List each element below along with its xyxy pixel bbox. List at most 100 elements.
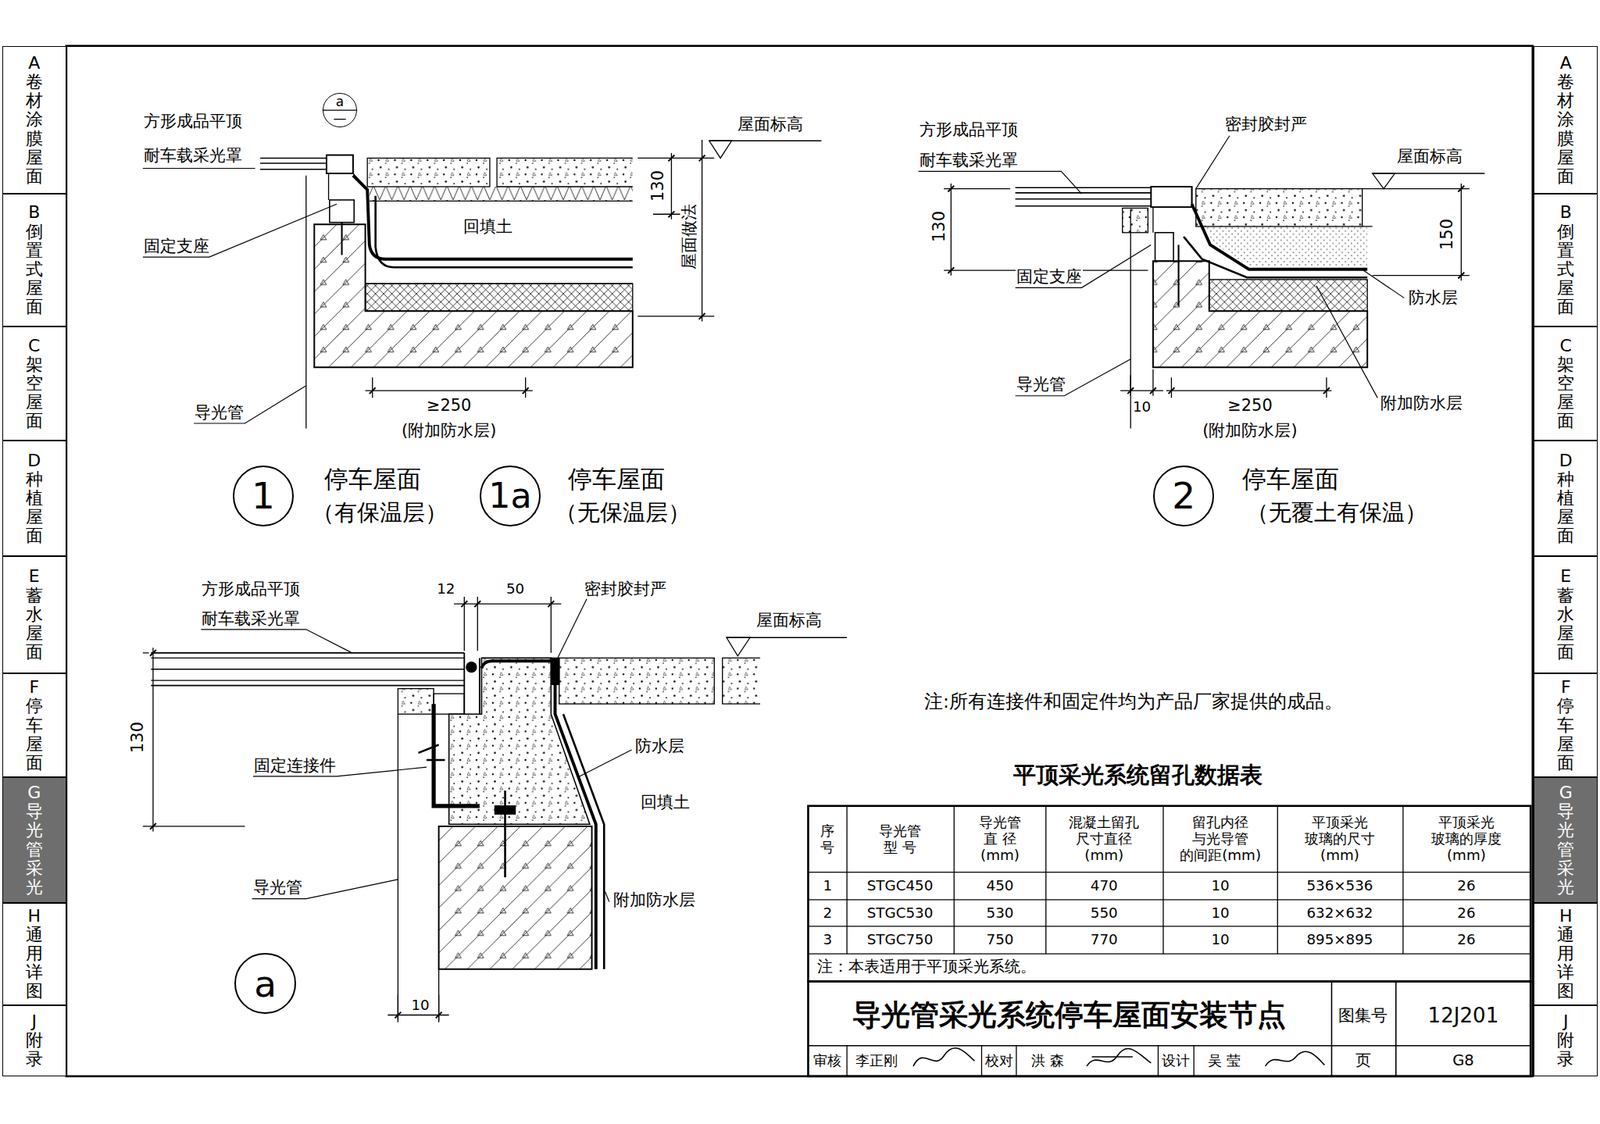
detail-callout: a [234, 953, 296, 1015]
detail-a-shape [150, 650, 157, 830]
detail-2-shape [943, 183, 1148, 276]
table-cell: 530 [985, 905, 1015, 922]
detail-callout: 1 [232, 465, 294, 527]
title-block-shape [1086, 1049, 1151, 1067]
sheet-frame [66, 46, 1533, 1077]
detail-1-shape [365, 377, 533, 398]
annotation-label: 固定支座 [1015, 267, 1083, 286]
side-tab: F停车屋面 [2, 673, 67, 778]
callout-number: 2 [1171, 477, 1196, 515]
annotation-label: 10 [1132, 399, 1152, 415]
annotation-label: (附加防水层) [400, 421, 497, 440]
tab-title: 蓄水屋面 [25, 586, 43, 663]
detail-a-shape [722, 657, 761, 704]
annotation-label: 停车屋面 [567, 464, 666, 492]
detail-a-shape [722, 657, 761, 704]
detail-1-shape [375, 196, 633, 268]
title-block-text: 校对 [984, 1053, 1015, 1069]
tab-title: 停车屋面 [25, 696, 43, 773]
side-tab: D种植屋面 [2, 440, 67, 557]
detail-1-shape [314, 224, 633, 368]
tab-title: 倒置式屋面 [1557, 222, 1575, 318]
tab-letter: C [25, 336, 43, 356]
detail-2-shape [918, 171, 1083, 194]
side-tab: H通用详图 [1533, 903, 1598, 1006]
detail-a-shape [726, 637, 750, 657]
annotation-label: 防水层 [634, 736, 686, 755]
tab-title: 通用详图 [1557, 925, 1575, 1002]
annotation-label: 密封胶封严 [1224, 115, 1308, 134]
detail-2-shape [1168, 387, 1330, 394]
detail-a-shape [460, 600, 554, 608]
table-cell: 导光管 直 径 (mm) [975, 814, 1025, 864]
section-index-mark: a— [322, 92, 358, 128]
tab-letter: G [25, 783, 43, 803]
table-cell: 26 [1456, 932, 1476, 948]
title-block-text: 洪 森 [1030, 1053, 1065, 1069]
annotation-label: 130 [128, 721, 147, 754]
detail-a-shape [150, 653, 465, 686]
annotation-label: ≥250 [425, 396, 472, 415]
title-block-shape [807, 981, 1531, 1076]
tab-letter: F [25, 678, 43, 697]
callout-number: a [323, 95, 357, 109]
detail-1-shape [496, 157, 633, 187]
title-block-text: 12J201 [1427, 1003, 1500, 1027]
annotation-label: (附加防水层) [1201, 421, 1298, 440]
side-tab: G导光管采光 [1533, 777, 1598, 904]
tab-title: 导光管采光 [1557, 802, 1575, 897]
side-tab: E蓄水屋面 [1533, 556, 1598, 674]
table-cell: STGC750 [866, 932, 935, 948]
annotation-label: 方形成品平顶 [142, 112, 243, 131]
detail-1-shape [322, 92, 358, 128]
table-cell: 470 [1089, 878, 1119, 894]
side-tab: H通用详图 [2, 903, 67, 1006]
side-tab: B倒置式屋面 [2, 193, 67, 327]
detail-2-shape [1166, 377, 1333, 398]
annotation-label: 屋面标高 [755, 611, 823, 630]
detail-2-shape [1316, 285, 1378, 399]
annotation-label: 耐车载采光罩 [918, 151, 1019, 170]
tab-title: 通用详图 [25, 925, 43, 1002]
title-block-text: 吴 莹 [1207, 1053, 1242, 1069]
table-cell: STGC530 [866, 905, 935, 922]
table-cell: 895×895 [1305, 932, 1374, 948]
callout-number: — [323, 111, 357, 125]
tab-letter: F [1557, 678, 1575, 697]
detail-1-shape [193, 385, 307, 424]
detail-2-shape [1209, 279, 1368, 311]
detail-a-shape [397, 689, 434, 715]
table-cell: 10 [1210, 905, 1230, 922]
table-cell: 平顶采光 玻璃的尺寸 (mm) [1301, 814, 1378, 864]
tab-letter: C [1557, 336, 1575, 356]
title-block-text: 审核 [812, 1053, 843, 1069]
title-block-text: 设计 [1160, 1053, 1191, 1069]
tab-letter: B [1557, 203, 1575, 222]
detail-1-shape [142, 203, 337, 258]
annotation-label: 导光管 [193, 403, 245, 422]
detail-1-shape [369, 186, 633, 201]
annotation-label: （无覆土有保温） [1245, 500, 1429, 526]
tab-letter: A [25, 53, 43, 73]
side-tab: J附录 [1533, 1005, 1598, 1077]
detail-2-shape [1192, 203, 1368, 270]
detail-2-shape [1372, 183, 1470, 281]
detail-2-shape [1153, 186, 1193, 233]
detail-1-shape [326, 155, 354, 175]
table-cell: 序 号 [817, 822, 837, 856]
annotation-label: 防水层 [1407, 289, 1459, 308]
table-cell: 3 [821, 932, 833, 948]
sheet-frame-shape [66, 46, 1533, 1077]
detail-2-shape [1362, 189, 1373, 227]
detail-2-shape [1457, 185, 1465, 279]
data-table-shape [807, 806, 1531, 983]
detail-a-shape [433, 693, 465, 715]
detail-2-shape [1196, 135, 1230, 190]
table-cell: 26 [1456, 905, 1476, 922]
annotation-label: 耐车载采光罩 [200, 609, 301, 628]
table-cell: 注：本表适用于平顶采光系统。 [816, 958, 1037, 976]
detail-a-shape [397, 714, 399, 1021]
detail-a-shape [464, 653, 480, 715]
title-block-text: 李正刚 [854, 1053, 899, 1069]
